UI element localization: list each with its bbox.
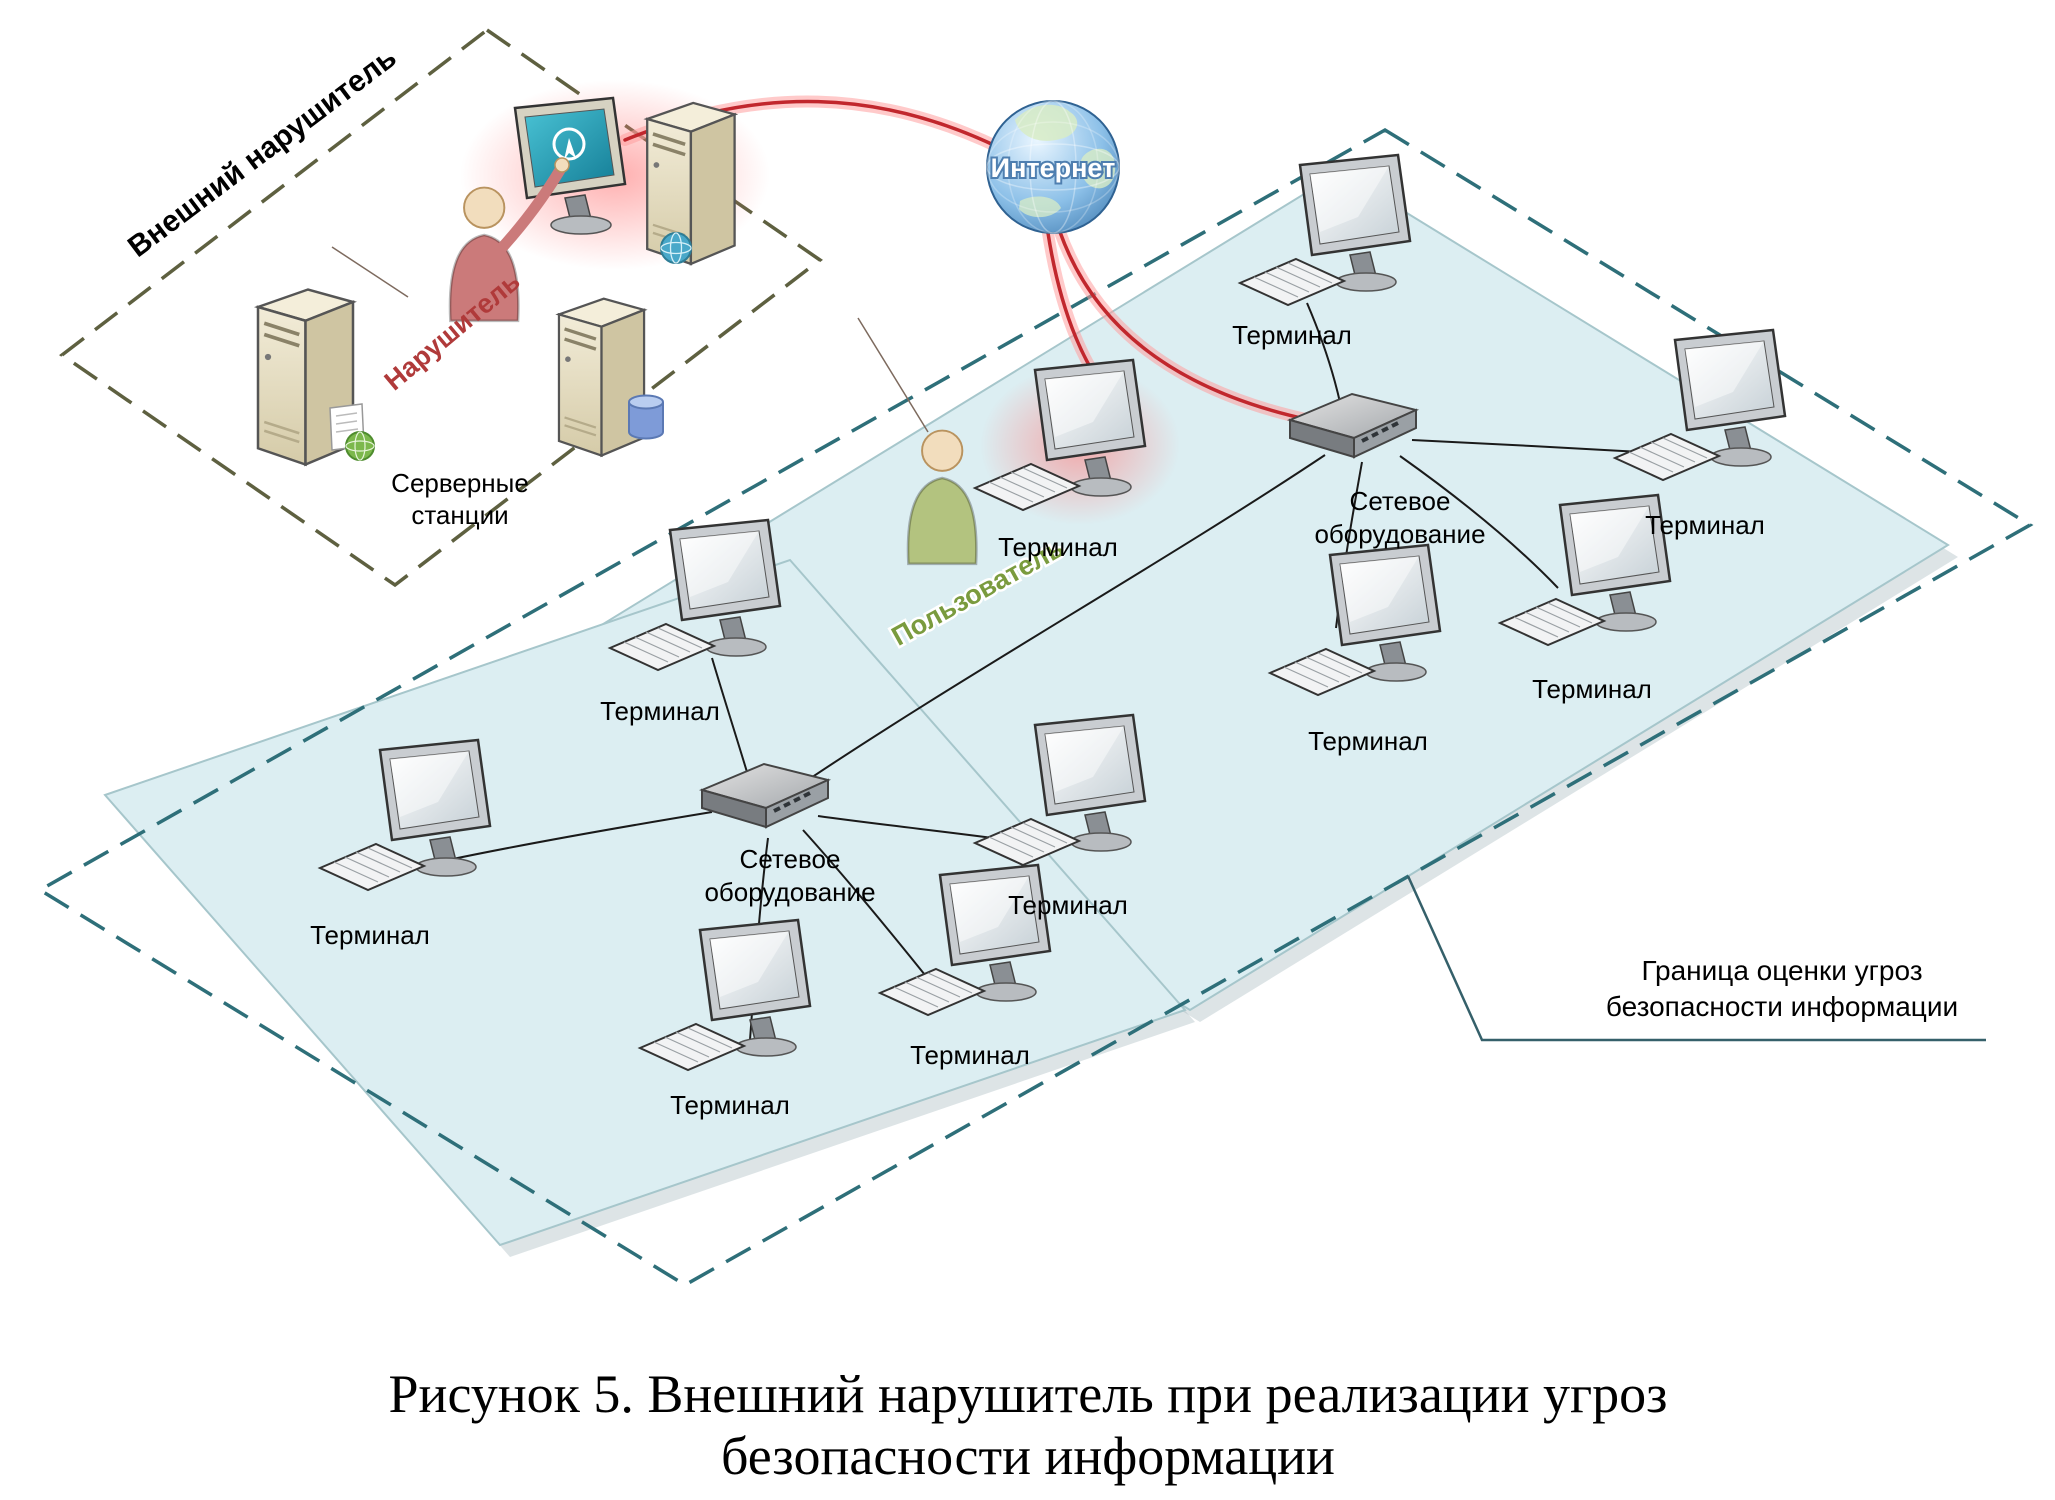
terminal-label: Терминал (670, 1090, 790, 1120)
document-globe-icon (329, 403, 375, 461)
terminal-label: Терминал (1232, 320, 1352, 350)
terminal-label: Терминал (1532, 674, 1652, 704)
internet-label: Интернет (991, 153, 1116, 183)
terminal-label: Терминал (1308, 726, 1428, 756)
network-equipment-label-left-line1: Сетевое (740, 844, 841, 874)
lan-line-right-east (1411, 439, 1659, 454)
terminal-label: Терминал (310, 920, 430, 950)
intruder-callout-line (331, 246, 409, 298)
intruder-monitor (513, 96, 627, 235)
figure-caption-line1: Рисунок 5. Внешний нарушитель при реализ… (389, 1364, 1668, 1424)
intruder-hand (554, 157, 570, 173)
server-stations-label-line1: Серверные (391, 468, 529, 498)
boundary-leader-line (1406, 875, 1986, 1042)
terminal-label: Терминал (1008, 890, 1128, 920)
network-equipment-label-right-line1: Сетевое (1350, 486, 1451, 516)
terminal-left-top (608, 518, 782, 672)
terminal-label: Терминал (1645, 510, 1765, 540)
terminal-label: Терминал (910, 1040, 1030, 1070)
intruder-tower (645, 101, 737, 266)
network-equipment-label-right-line2: оборудование (1314, 519, 1485, 549)
lan-line-left-west (447, 811, 713, 861)
boundary-label-line2: безопасности информации (1606, 991, 1958, 1022)
touch-icon (552, 127, 586, 161)
external-zone-label: Внешний нарушитель (122, 41, 403, 264)
threat-boundary-border (36, 127, 2034, 1288)
server-stations-label-line2: станции (411, 500, 508, 530)
internet-globe (986, 100, 1120, 234)
user-callout-line (857, 317, 929, 433)
lan-line-backbone (789, 454, 1326, 793)
lan-line-left-south (802, 829, 934, 986)
intruder-arm (494, 164, 566, 256)
attack-line-internet-switch (1058, 230, 1312, 422)
terminal-label: Терминал (998, 532, 1118, 562)
database-icon (628, 394, 664, 440)
network-equipment-label-left-line2: оборудование (704, 877, 875, 907)
figure-caption-line2: безопасности информации (721, 1426, 1335, 1486)
network-segment-left (103, 558, 1187, 1247)
globe-icon (660, 232, 692, 264)
boundary-label-line1: Граница оценки угроз (1641, 955, 1922, 986)
lan-line-right-southeast (1399, 455, 1559, 589)
terminal-label: Терминал (600, 696, 720, 726)
